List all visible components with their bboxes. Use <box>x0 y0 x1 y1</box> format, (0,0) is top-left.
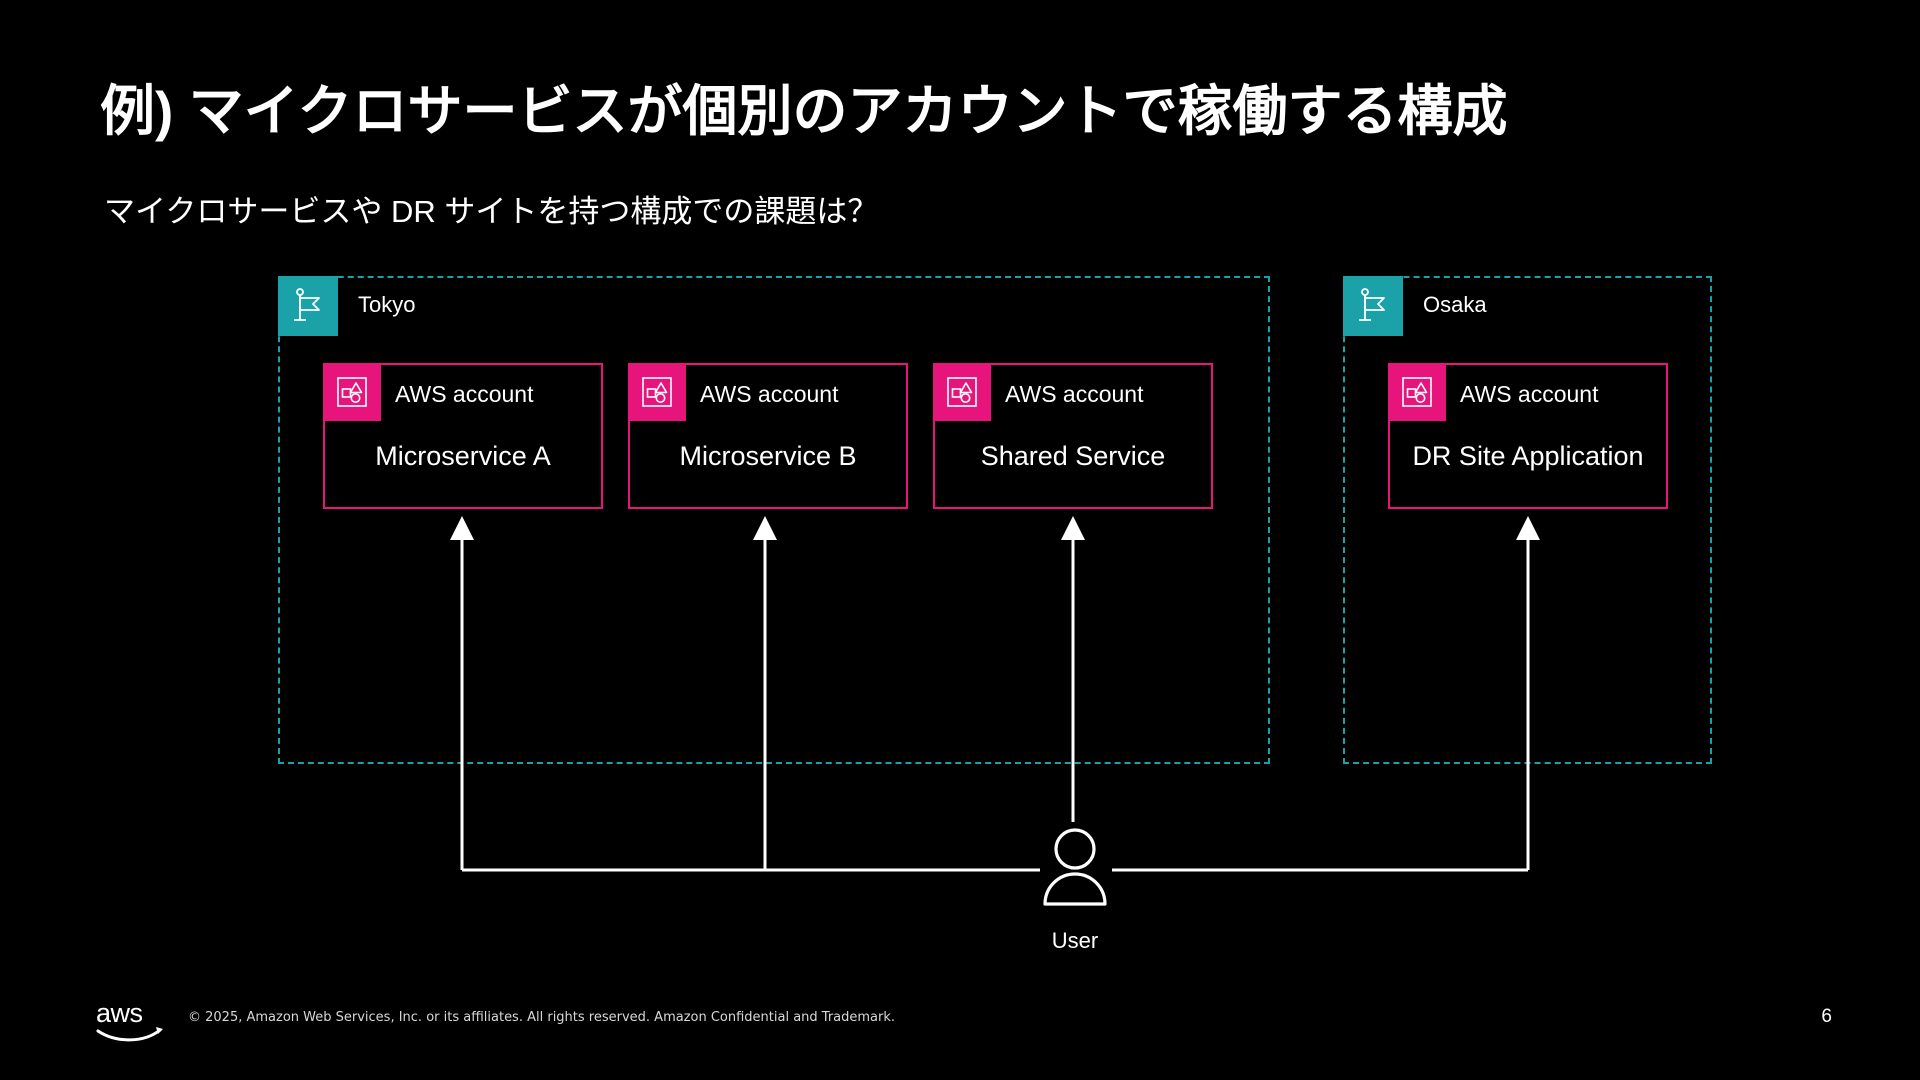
svg-text:aws: aws <box>96 998 143 1028</box>
region-osaka-label: Osaka <box>1423 292 1487 317</box>
account-card-microservice-b[interactable]: AWS account Microservice B <box>628 363 908 509</box>
aws-account-icon <box>933 363 991 421</box>
page-subtitle: マイクロサービスや DR サイトを持つ構成での課題は？ <box>104 194 879 229</box>
region-osaka: Osaka <box>1343 276 1712 764</box>
account-type-label: AWS account <box>395 381 534 407</box>
account-name-label: Shared Service <box>980 441 1166 471</box>
copyright-text: © 2025, Amazon Web Services, Inc. or its… <box>188 1010 896 1025</box>
region-tokyo: Tokyo <box>278 276 1270 764</box>
page-title: 例) マイクロサービスが個別のアカウントで稼働する構成 <box>100 80 1508 142</box>
account-card-shared-service[interactable]: AWS account Shared Service <box>933 363 1213 509</box>
user-label: User <box>1051 928 1099 953</box>
aws-logo: aws <box>94 997 168 1043</box>
account-type-label: AWS account <box>1460 381 1599 407</box>
account-name-label: DR Site Application <box>1412 441 1644 471</box>
user-icon <box>1040 828 1110 908</box>
account-type-label: AWS account <box>700 381 839 407</box>
account-card-microservice-a[interactable]: AWS account Microservice A <box>323 363 603 509</box>
aws-account-icon <box>628 363 686 421</box>
aws-account-icon <box>1388 363 1446 421</box>
region-tokyo-label: Tokyo <box>358 292 416 317</box>
region-flag-icon <box>1343 276 1403 336</box>
account-name-label: Microservice B <box>679 441 857 471</box>
account-type-label: AWS account <box>1005 381 1144 407</box>
region-flag-icon <box>278 276 338 336</box>
account-card-dr-site-application[interactable]: AWS account DR Site Application <box>1388 363 1668 509</box>
account-name-label: Microservice A <box>375 441 551 471</box>
page-number: 6 <box>1821 1006 1832 1027</box>
aws-account-icon <box>323 363 381 421</box>
